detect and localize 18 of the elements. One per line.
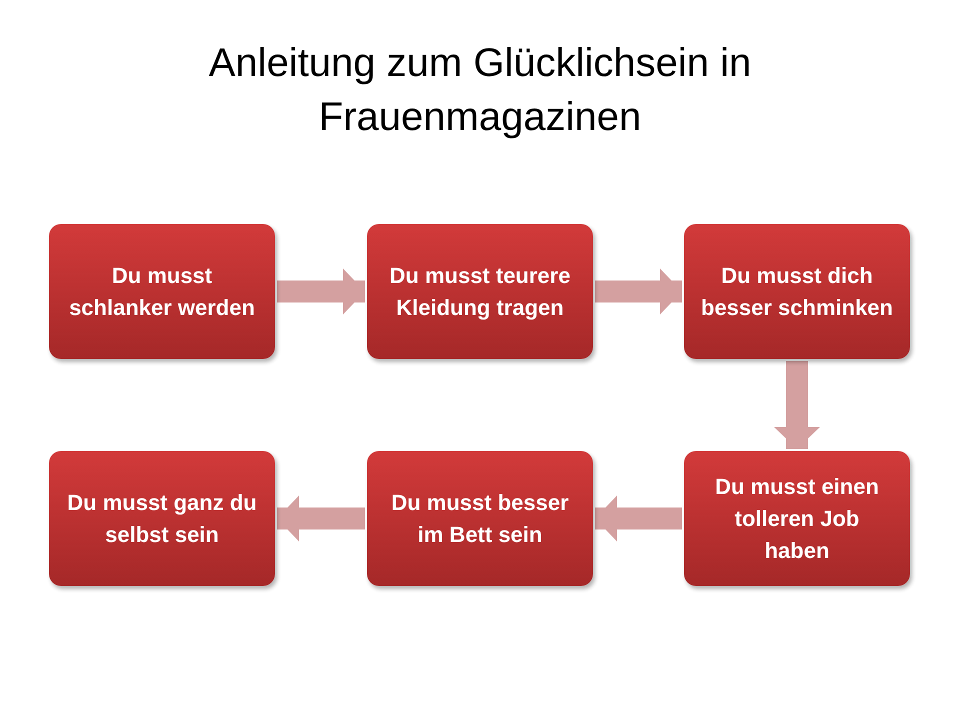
step-text: Du musst schlanker werden [68, 262, 256, 322]
process-box [367, 451, 593, 586]
process-box [49, 451, 275, 586]
block-arrow [774, 361, 820, 449]
block-arrow [277, 268, 365, 314]
process-box [684, 451, 910, 586]
process-box [367, 224, 593, 359]
step-text: Du musst besser im Bett sein [390, 488, 570, 548]
step-text: Du musst einen tolleren Job haben [714, 472, 880, 564]
process-box [49, 224, 275, 359]
title: Anleitung zum Glücklichsein in Frauenmagazinen [208, 40, 752, 141]
step-text: Du musst teurere Kleidung tragen [388, 262, 572, 322]
process-box [684, 224, 910, 359]
step-text: Du musst dich besser schminken [700, 262, 894, 322]
step-text: Du musst ganz du selbst sein [66, 488, 258, 548]
block-arrow [595, 496, 682, 542]
block-arrow [595, 268, 682, 314]
block-arrow [277, 496, 365, 542]
